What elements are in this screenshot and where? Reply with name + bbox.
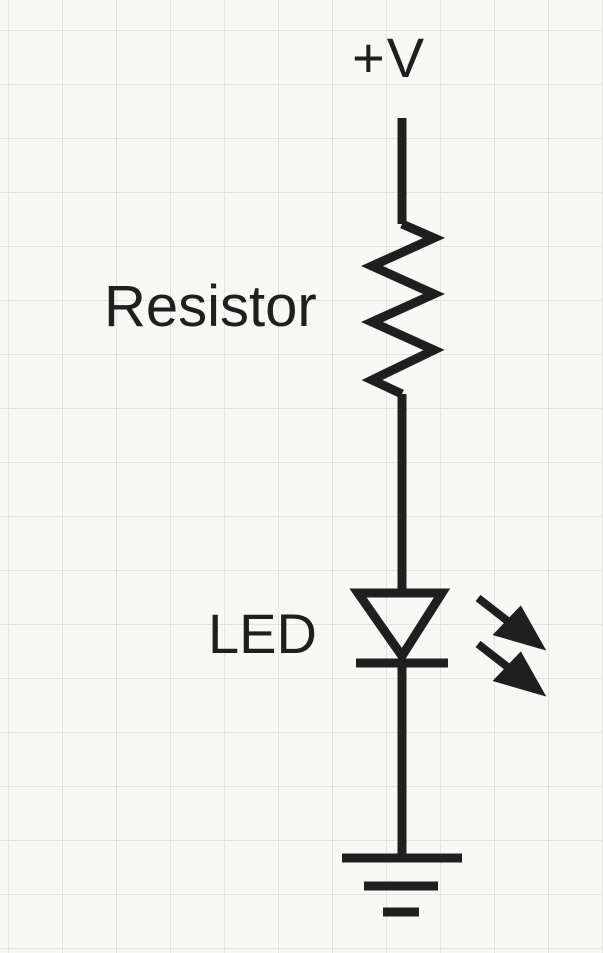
resistor-label: Resistor: [104, 274, 317, 339]
supply-voltage-label: +V: [352, 26, 427, 89]
led-label: LED: [208, 602, 317, 665]
light-arrow-upper-head: [492, 605, 547, 651]
led-diode-icon: [349, 588, 451, 665]
resistor-zigzag-icon: [361, 219, 446, 399]
light-arrow-lower-head: [492, 651, 547, 697]
ground-symbol-icon: [342, 853, 462, 917]
light-arrows-icon: [475, 594, 547, 697]
